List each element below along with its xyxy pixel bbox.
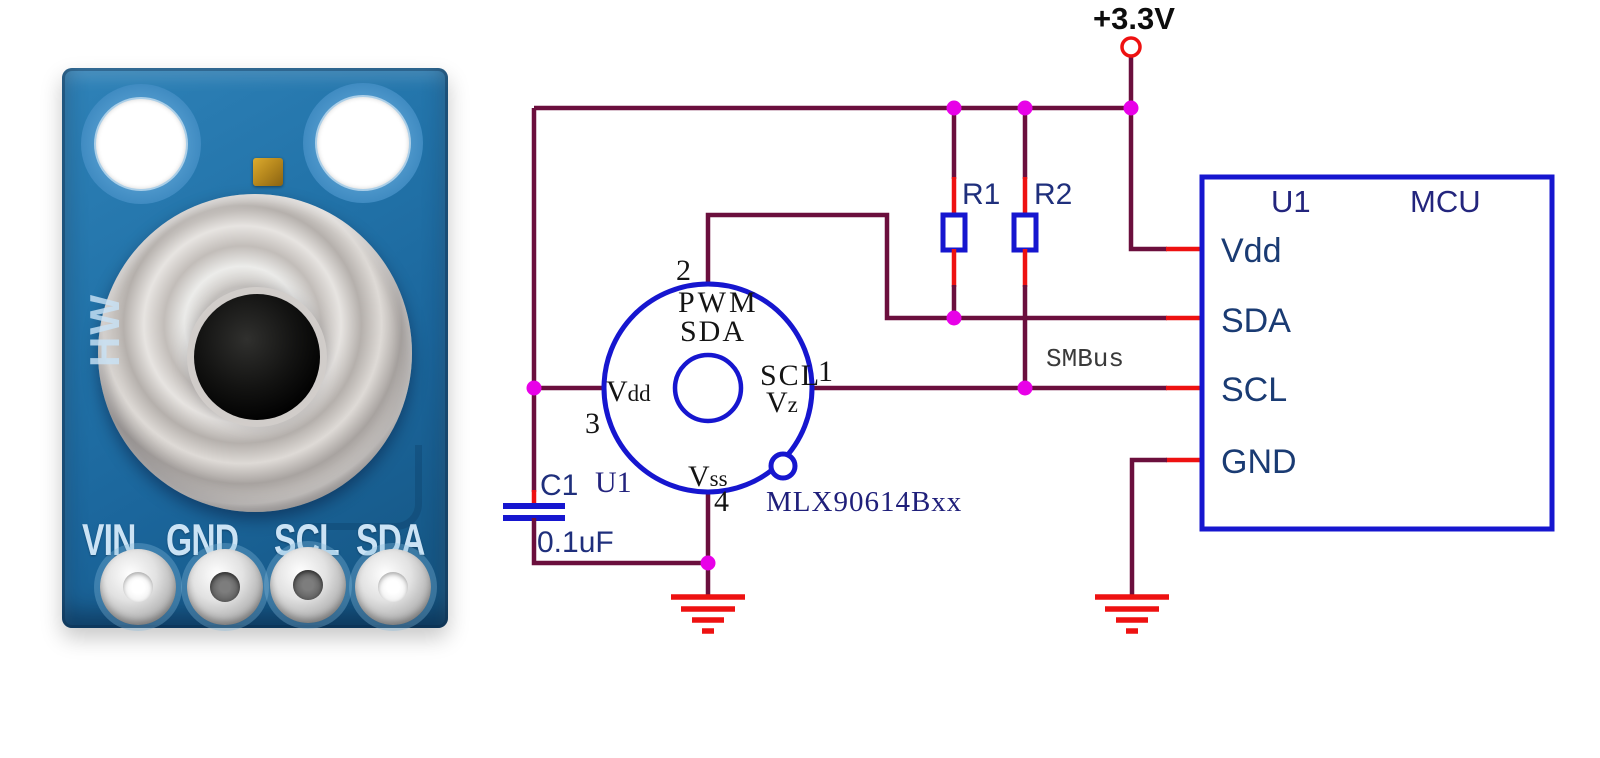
solder-pad-sda (355, 549, 431, 625)
sensor-symbol (601, 281, 815, 495)
sensor-module-photo: HW VIN GND SCL SDA (0, 0, 500, 758)
mcu-block: U1 MCU Vdd SDA SCL GND (1199, 174, 1555, 532)
sensor-body-circle (601, 281, 815, 495)
power-rail-label: +3.3V (1093, 1, 1175, 36)
mounting-hole-left (96, 99, 186, 189)
c1-value: 0.1uF (537, 526, 614, 559)
sensor-tab-notch (768, 451, 798, 481)
wire-sda (705, 212, 1167, 321)
smd-component (253, 158, 283, 186)
sensor-pin2-name2: SDA (680, 315, 746, 348)
pad-hole (378, 572, 408, 602)
mcu-refdes: U1 (1271, 184, 1311, 219)
pad-hole (123, 572, 153, 602)
junction-r1-sda (946, 310, 962, 326)
r2-label: R2 (1034, 178, 1072, 211)
junction-3v3 (1123, 100, 1139, 116)
junction-r2-scl (1017, 380, 1033, 396)
junction-vss-gnd (700, 555, 716, 571)
junction-dots (526, 100, 1139, 571)
sensor-pin4-name: Vss (688, 460, 728, 493)
sensor-pin3-name: Vdd (606, 375, 651, 408)
bus-label: SMBus (1046, 344, 1124, 374)
mounting-hole-ring-right (303, 83, 423, 203)
sensor-pin2-name1: PWM (678, 286, 759, 319)
net-3v3 (1120, 36, 1202, 252)
mcu-label: MCU (1410, 184, 1481, 219)
junction-r1-top (946, 100, 962, 116)
resistor-r2 (1011, 108, 1039, 388)
c1-refdes: C1 (540, 469, 578, 502)
sensor-pin1-name1: SCL (760, 359, 821, 392)
net-gnd (531, 457, 1202, 634)
junction-r2-top (1017, 100, 1033, 116)
pcb-trace (305, 445, 422, 530)
mcu-pin-scl: SCL (1221, 371, 1287, 409)
sensor-part-number: MLX90614Bxx (766, 486, 962, 518)
r1-label: R1 (962, 178, 1000, 211)
r2-body (1011, 212, 1039, 253)
sensor-refdes: U1 (595, 466, 632, 499)
solder-pad-vin (100, 549, 176, 625)
pad-hole (210, 572, 240, 602)
mcu-pin-vdd: Vdd (1221, 232, 1282, 270)
power-terminal-icon (1120, 36, 1142, 58)
wire-cap-to-gnd (531, 518, 708, 566)
sensor-pin4-number: 4 (714, 485, 729, 518)
sensor-pin3-number: 3 (585, 407, 600, 440)
solder-pad-gnd (187, 549, 263, 625)
sensor-aperture (194, 294, 320, 420)
mcu-pin-sda: SDA (1221, 302, 1291, 340)
mcu-pin-gnd: GND (1221, 443, 1297, 481)
r1-body (940, 212, 968, 253)
mcu-box (1199, 174, 1555, 532)
net-vdd-rail (503, 105, 1131, 521)
net-sda (705, 212, 1202, 321)
sensor-window-circle (672, 352, 744, 424)
sensor-pin2-number: 2 (676, 254, 691, 287)
wire-mcu-gnd (1129, 457, 1167, 596)
junction-vdd-left (526, 380, 542, 396)
wire-3v3 (1128, 56, 1167, 252)
pad-hole (293, 570, 323, 600)
resistor-r1 (940, 108, 968, 318)
pcb-board: HW VIN GND SCL SDA (62, 68, 448, 628)
sensor-pin1-name2: Vz (766, 386, 798, 419)
mounting-hole-right (317, 97, 409, 189)
mounting-hole-ring-left (81, 84, 201, 204)
sensor-pin1-number: 1 (818, 355, 833, 388)
solder-pad-scl (270, 547, 346, 623)
